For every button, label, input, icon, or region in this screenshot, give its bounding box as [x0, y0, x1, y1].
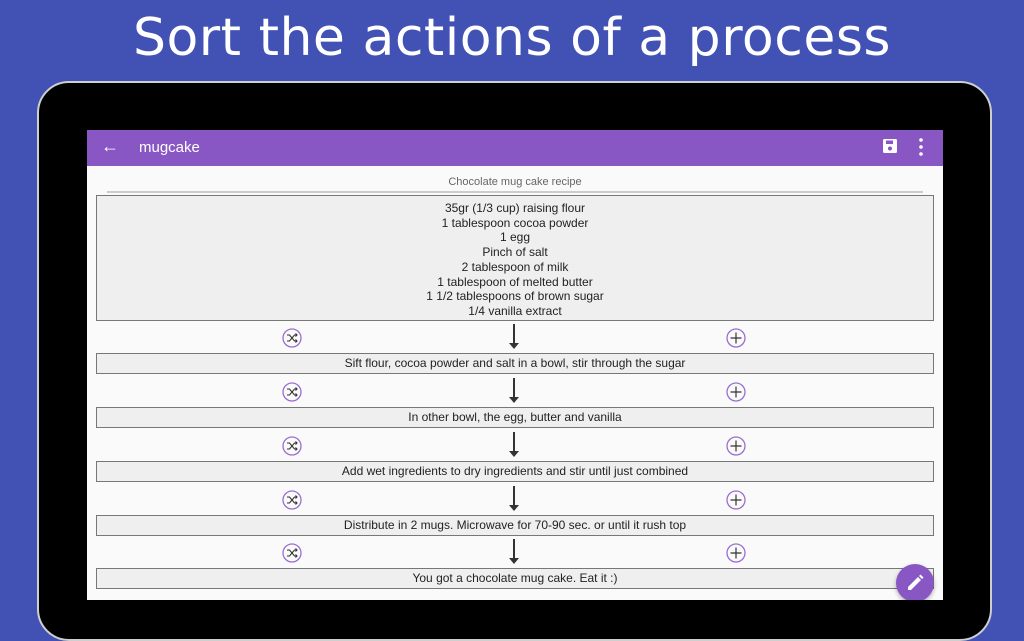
step-item[interactable]: Distribute in 2 mugs. Microwave for 70-9…: [96, 515, 934, 536]
headline: Sort the actions of a process: [132, 8, 892, 68]
add-step-icon[interactable]: [726, 490, 746, 510]
back-arrow-icon[interactable]: ←: [101, 136, 119, 156]
ingredient-line: 1 tablespoon of melted butter: [437, 274, 593, 289]
shuffle-icon[interactable]: [282, 543, 302, 563]
more-vert-icon[interactable]: [913, 137, 929, 157]
step-item[interactable]: In other bowl, the egg, butter and vanil…: [96, 407, 934, 428]
edit-fab[interactable]: [896, 564, 934, 600]
arrow-down-icon: [508, 431, 520, 459]
pencil-icon: [908, 574, 924, 590]
step-connector: [87, 323, 943, 353]
step-connector: [87, 431, 943, 461]
add-step-icon[interactable]: [726, 543, 746, 563]
ingredient-line: 1 tablespoon cocoa powder: [441, 215, 589, 230]
step-item[interactable]: You got a chocolate mug cake. Eat it :): [96, 568, 934, 589]
ingredient-line: 2 tablespoon of milk: [461, 259, 569, 274]
save-icon[interactable]: [883, 139, 897, 153]
recipe-caption: Chocolate mug cake recipe: [448, 176, 582, 188]
app-title: mugcake: [139, 139, 200, 156]
ingredient-line: 1 1/2 tablespoons of brown sugar: [426, 289, 604, 304]
arrow-down-icon: [508, 485, 520, 513]
add-step-icon[interactable]: [726, 328, 746, 348]
arrow-down-icon: [508, 538, 520, 566]
shuffle-icon[interactable]: [282, 382, 302, 402]
shuffle-icon[interactable]: [282, 490, 302, 510]
arrow-down-icon: [508, 377, 520, 405]
step-connector: [87, 377, 943, 407]
arrow-down-icon: [508, 323, 520, 351]
shuffle-icon[interactable]: [282, 328, 302, 348]
add-step-icon[interactable]: [726, 382, 746, 402]
divider: [107, 191, 923, 193]
ingredient-line: 35gr (1/3 cup) raising flour: [444, 201, 586, 215]
app-screen: ← mugcake Chocolate mug cake recipe 35gr…: [87, 130, 943, 600]
shuffle-icon[interactable]: [282, 436, 302, 456]
add-step-icon[interactable]: [726, 436, 746, 456]
app-bar: ← mugcake: [87, 130, 943, 166]
step-item[interactable]: Sift flour, cocoa powder and salt in a b…: [96, 353, 934, 374]
step-connector: [87, 538, 943, 568]
ingredient-line: 1 egg: [499, 230, 531, 245]
ingredient-line: Pinch of salt: [482, 245, 548, 260]
step-item[interactable]: Add wet ingredients to dry ingredients a…: [96, 461, 934, 482]
step-connector: [87, 485, 943, 515]
ingredient-line: 1/4 vanilla extract: [468, 303, 562, 318]
